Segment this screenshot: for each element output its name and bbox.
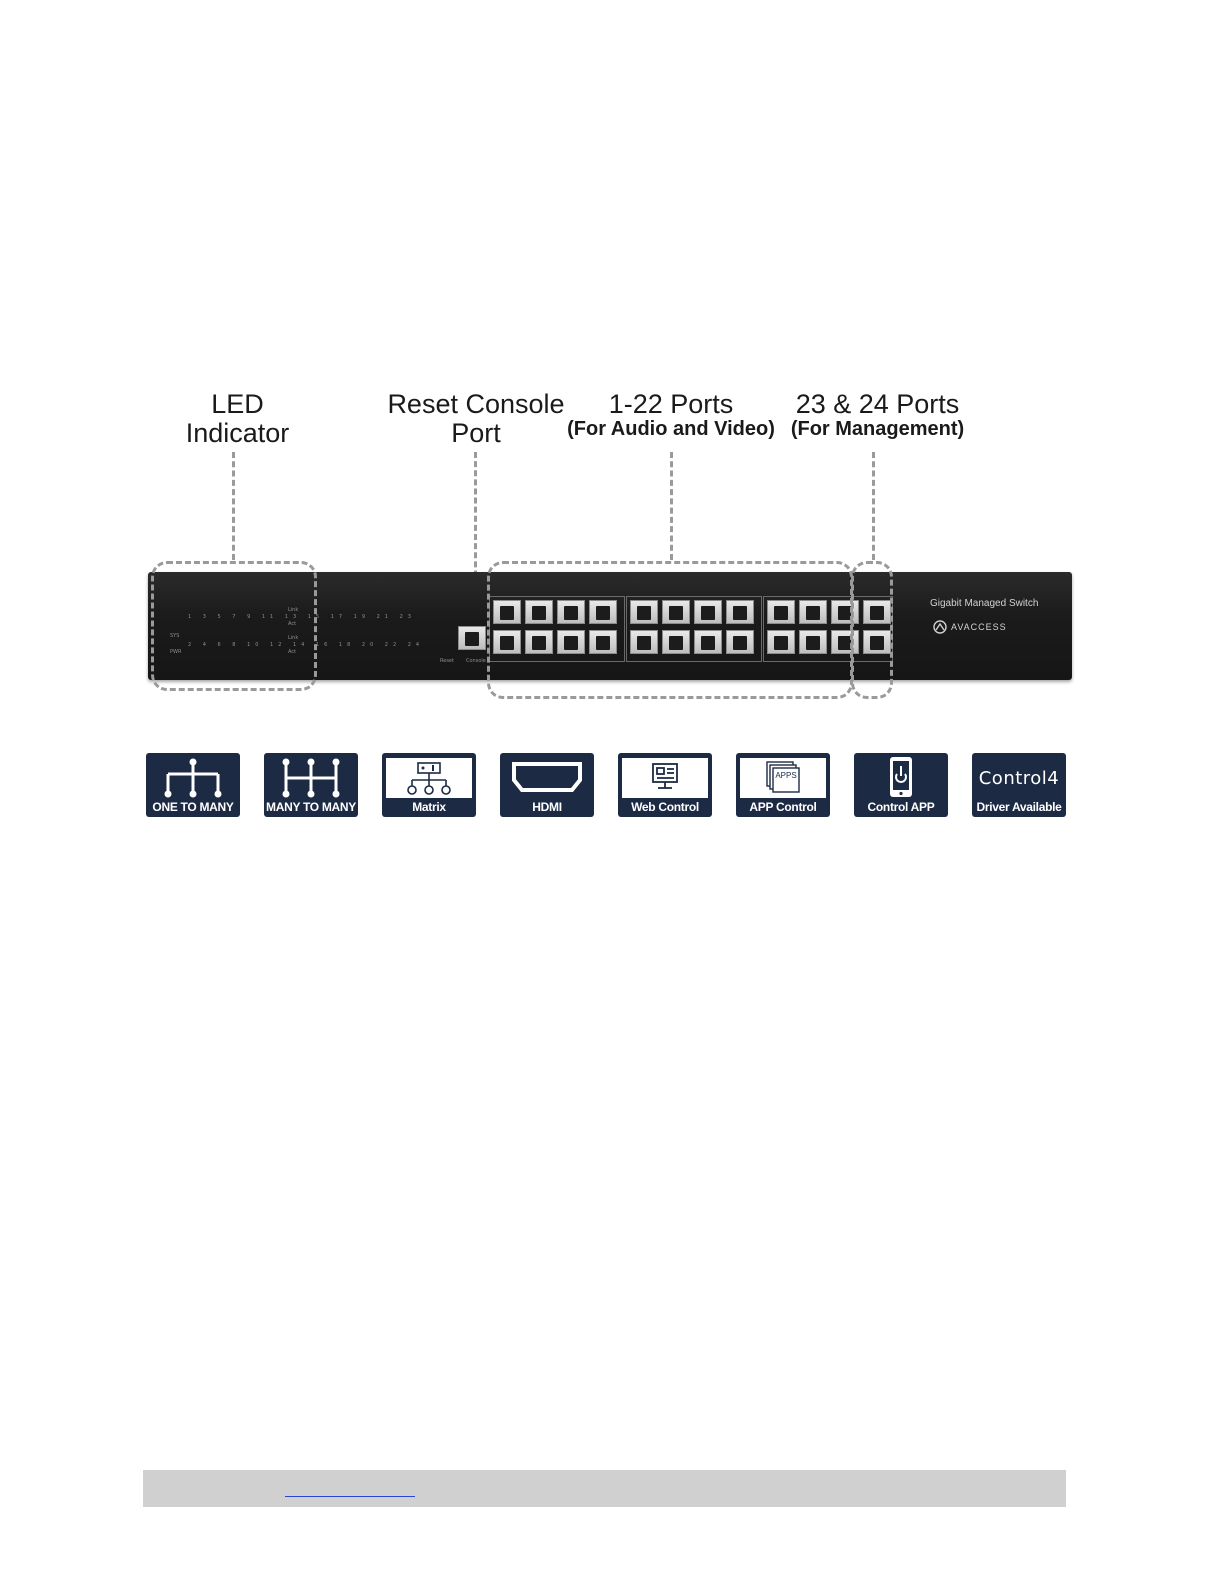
led-indicator-highlight [151, 561, 317, 691]
rj45-port[interactable] [767, 600, 795, 624]
feature-label: Driver Available [976, 800, 1062, 814]
console-label: Console [466, 658, 486, 664]
rj45-port[interactable] [525, 630, 553, 654]
reset-console-callout: Reset Console Port [386, 389, 566, 449]
network-switch: 1 3 5 7 9 11 13 15 17 19 21 23 2 4 6 8 1… [148, 572, 1072, 680]
port-group-2 [626, 596, 762, 662]
footer-link[interactable] [285, 1496, 415, 1497]
feature-web-control: Web Control [618, 753, 712, 817]
brand-logo-icon [933, 620, 947, 634]
led-link-label-top: Link [288, 607, 299, 613]
matrix-icon [386, 758, 472, 798]
reset-callout-line2: Port [451, 418, 501, 449]
pwr-label: PWR [170, 649, 182, 655]
ports-mgmt-highlight [851, 561, 893, 699]
feature-label: APP Control [749, 800, 817, 814]
rj45-port[interactable] [589, 600, 617, 624]
led-callout-line1: LED [211, 389, 264, 419]
ports-av-highlight [487, 561, 853, 699]
app-control-icon: APPS [740, 758, 826, 798]
led-act-label-bottom: Act [288, 649, 297, 655]
rj45-port[interactable] [799, 600, 827, 624]
rj45-port[interactable] [831, 600, 859, 624]
feature-matrix: Matrix [382, 753, 476, 817]
ports-av-callout: 1-22 Ports (For Audio and Video) [566, 389, 776, 441]
led-bottom-numbers: 2 4 6 8 10 12 14 16 18 20 22 24 [188, 642, 425, 648]
sys-label: SYS [170, 633, 180, 639]
rj45-port[interactable] [525, 600, 553, 624]
rj45-port[interactable] [662, 600, 690, 624]
reset-label: Reset [440, 658, 454, 664]
rj45-port[interactable] [694, 600, 722, 624]
web-control-icon [622, 758, 708, 798]
rj45-port[interactable] [767, 630, 795, 654]
feature-label: MANY TO MANY [266, 800, 356, 814]
rj45-port[interactable] [831, 630, 859, 654]
rj45-port[interactable] [726, 600, 754, 624]
apps-art-text: APPS [775, 771, 796, 780]
rj45-port[interactable] [557, 630, 585, 654]
led-act-label-top: Act [288, 621, 297, 627]
rj45-port[interactable] [589, 630, 617, 654]
rj45-port[interactable] [726, 630, 754, 654]
rj45-port[interactable] [630, 630, 658, 654]
feature-label: Control APP [867, 800, 935, 814]
feature-label: ONE TO MANY [152, 800, 234, 814]
ports-mgmt-callout: 23 & 24 Ports (For Management) [790, 389, 965, 441]
led-callout-line2: Indicator [185, 418, 290, 449]
rj45-port[interactable] [630, 600, 658, 624]
feature-label: HDMI [532, 800, 562, 814]
feature-app-control: APPS APP Control [736, 753, 830, 817]
many-to-many-icon [282, 758, 340, 798]
led-indicator-callout: LED Indicator [180, 389, 295, 449]
ports-av-subtitle: (For Audio and Video) [567, 418, 775, 441]
switch-model-text: Gigabit Managed Switch [930, 598, 1039, 609]
control4-icon: Control4 [972, 756, 1066, 800]
one-to-many-icon [164, 758, 222, 798]
console-port[interactable] [458, 626, 486, 650]
led-link-label-bottom: Link [288, 635, 299, 641]
rj45-port[interactable] [694, 630, 722, 654]
rj45-port[interactable] [493, 630, 521, 654]
control4-logo-text: Control4 [978, 767, 1060, 789]
control-app-icon [890, 757, 912, 797]
footer-bar [143, 1470, 1066, 1507]
led-top-numbers: 1 3 5 7 9 11 13 15 17 19 21 23 [188, 614, 416, 620]
rj45-port[interactable] [557, 600, 585, 624]
rj45-port[interactable] [662, 630, 690, 654]
ports-av-leader-line [670, 452, 673, 560]
feature-control4-driver: Control4 Driver Available [972, 753, 1066, 817]
switch-brand-logo: AVACCESS [933, 620, 1007, 634]
led-leader-line [232, 452, 235, 560]
feature-hdmi: HDMI [500, 753, 594, 817]
feature-control-app: Control APP [854, 753, 948, 817]
ports-mgmt-title: 23 & 24 Ports [795, 389, 960, 419]
hdmi-icon [512, 762, 582, 792]
feature-label: Web Control [631, 800, 699, 814]
rj45-port[interactable] [799, 630, 827, 654]
rj45-port[interactable] [863, 600, 891, 624]
feature-one-to-many: ONE TO MANY [146, 753, 240, 817]
feature-many-to-many: MANY TO MANY [264, 753, 358, 817]
reset-leader-line [474, 452, 477, 622]
reset-callout-line1: Reset Console [387, 389, 565, 419]
feature-label: Matrix [412, 800, 446, 814]
ports-av-title: 1-22 Ports [608, 389, 734, 419]
ports-mgmt-subtitle: (For Management) [790, 418, 965, 441]
brand-text: AVACCESS [951, 622, 1007, 632]
rj45-port[interactable] [493, 600, 521, 624]
ports-mgmt-leader-line [872, 452, 875, 560]
